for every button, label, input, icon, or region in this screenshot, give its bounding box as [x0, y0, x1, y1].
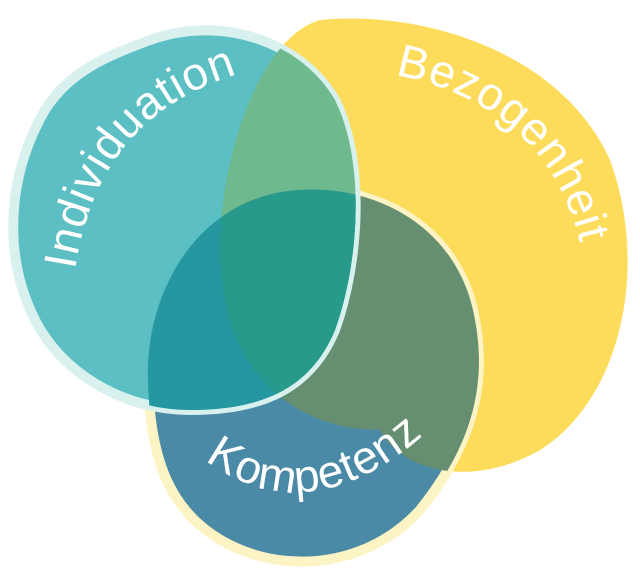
- venn-diagram: Individuation Bezogenheit Kompetenz: [0, 18, 628, 577]
